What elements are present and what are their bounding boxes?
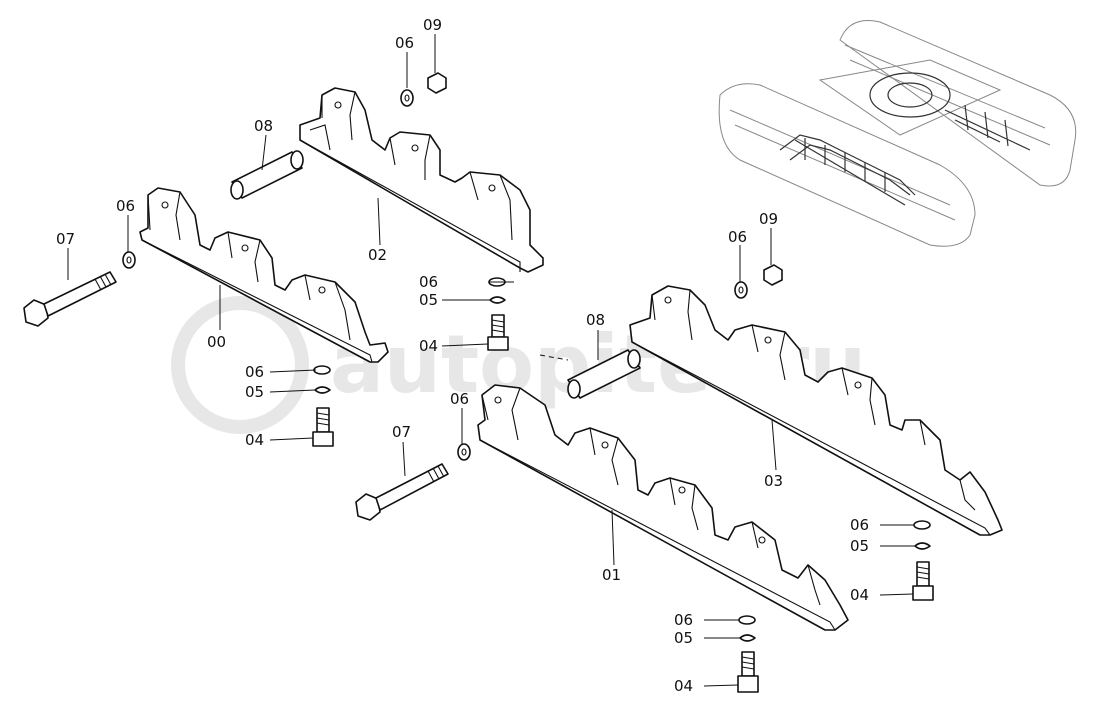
guard-part-01	[477, 384, 849, 631]
label-00: 00	[207, 333, 226, 351]
bolt-07-right	[355, 463, 449, 521]
lock-washers	[314, 296, 931, 642]
label-05-center: 05	[419, 291, 438, 309]
label-06-top-left: 06	[395, 34, 414, 52]
label-05-right: 05	[850, 537, 869, 555]
guard-part-03	[629, 285, 1003, 536]
label-06-top-right: 06	[728, 228, 747, 246]
label-01: 01	[602, 566, 621, 584]
label-06-lower-left: 06	[245, 363, 264, 381]
label-08-left: 08	[254, 117, 273, 135]
label-05-bottom: 05	[674, 629, 693, 647]
label-06-center: 06	[419, 273, 438, 291]
guard-part-00	[139, 187, 389, 363]
bolts-04	[312, 314, 934, 693]
label-04-right: 04	[850, 586, 869, 604]
label-04-center: 04	[419, 337, 438, 355]
pin-08-left	[230, 150, 304, 200]
label-06-bottom: 06	[674, 611, 693, 629]
label-04-bottom: 04	[674, 677, 693, 695]
guard-part-02	[299, 87, 544, 273]
label-06-center-lower: 06	[450, 390, 469, 408]
bolt-07-left	[23, 271, 117, 327]
label-03: 03	[764, 472, 783, 490]
washers	[122, 89, 931, 625]
label-05-lower-left: 05	[245, 383, 264, 401]
label-07-right: 07	[392, 423, 411, 441]
label-06-left: 06	[116, 197, 135, 215]
label-02: 02	[368, 246, 387, 264]
pin-08-right	[539, 349, 641, 399]
label-09-top-right: 09	[759, 210, 778, 228]
undercarriage-inset	[718, 20, 1077, 247]
leader-lines	[67, 34, 915, 687]
label-09-top-left: 09	[423, 16, 442, 34]
part-labels: 06 09 08 02 06 07 00 06 05 04 06 05 04 0…	[56, 16, 869, 695]
label-06-right: 06	[850, 516, 869, 534]
label-08-right: 08	[586, 311, 605, 329]
label-07-left: 07	[56, 230, 75, 248]
nuts	[427, 72, 783, 286]
label-04-lower-left: 04	[245, 431, 264, 449]
